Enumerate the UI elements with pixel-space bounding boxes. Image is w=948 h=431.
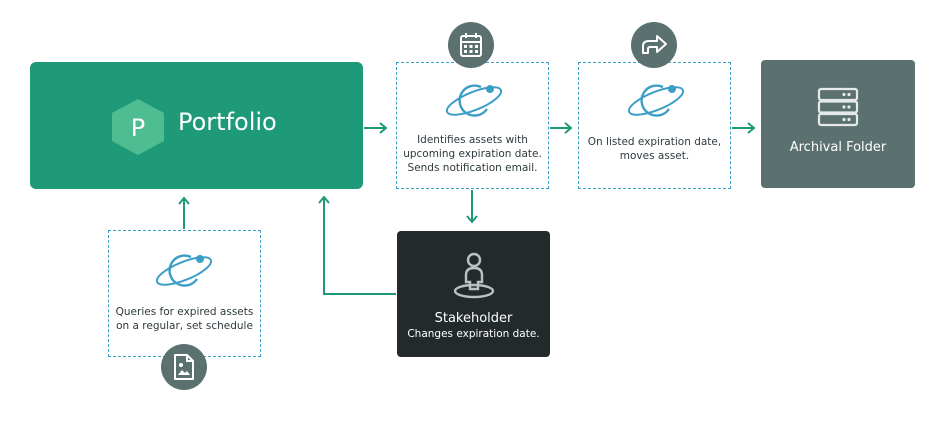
calendar-badge — [448, 22, 494, 68]
move-text-2: moves asset. — [619, 150, 690, 162]
notify-text-2: upcoming expiration date. — [403, 148, 542, 160]
stakeholder-title: Stakeholder — [434, 311, 513, 326]
portfolio-box: P Portfolio — [30, 62, 363, 189]
planet-icon — [155, 254, 213, 287]
stakeholder-subtitle: Changes expiration date. — [407, 328, 540, 340]
forward-arrow-icon — [642, 35, 667, 54]
query-step-box: Queries for expired assets on a regular,… — [108, 230, 261, 357]
stakeholder-box: Stakeholder Changes expiration date. — [397, 231, 550, 357]
arrow-notify-to-stakeholder — [466, 190, 478, 224]
arrow-portfolio-to-notify — [364, 122, 388, 134]
server-icon — [817, 87, 859, 127]
notify-text-3: Sends notification email. — [407, 162, 538, 174]
arrow-query-to-portfolio — [178, 196, 190, 229]
archival-folder-box: Archival Folder — [761, 60, 915, 188]
archival-folder-label: Archival Folder — [789, 140, 887, 155]
move-text-1: On listed expiration date, — [587, 136, 722, 148]
notify-text-1: Identifies assets with — [417, 134, 528, 146]
arrow-notify-to-move — [550, 122, 573, 134]
image-file-icon — [174, 354, 194, 380]
move-step-box: On listed expiration date, moves asset. — [578, 62, 731, 189]
portfolio-title: Portfolio — [178, 108, 277, 136]
portfolio-logo-icon: P — [112, 99, 164, 155]
person-pin-icon — [453, 252, 495, 299]
arrow-stakeholder-to-portfolio — [318, 195, 396, 295]
query-text-2: on a regular, set schedule — [116, 320, 253, 332]
notify-step-box: Identifies assets with upcoming expirati… — [396, 62, 549, 189]
portfolio-logo-letter: P — [131, 114, 145, 142]
move-badge — [631, 22, 677, 68]
calendar-icon — [460, 33, 482, 57]
planet-icon — [627, 84, 685, 117]
planet-icon — [445, 84, 503, 117]
query-text-1: Queries for expired assets — [115, 306, 254, 318]
query-badge — [161, 344, 207, 390]
arrow-move-to-archival — [732, 122, 756, 134]
